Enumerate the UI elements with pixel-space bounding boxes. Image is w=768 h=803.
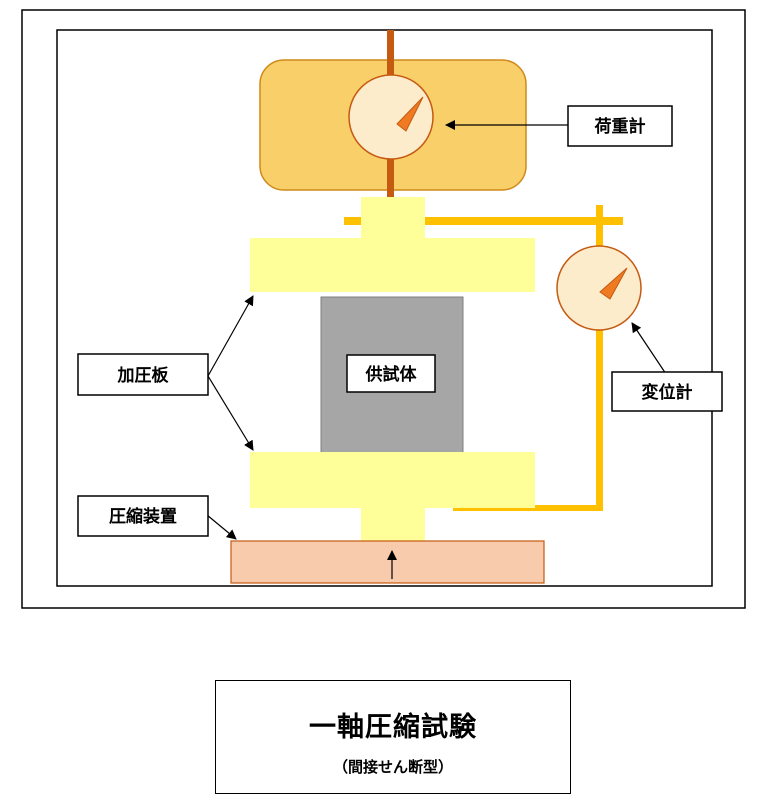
load-gauge-dial <box>348 74 434 160</box>
label-load-gauge-text: 荷重計 <box>595 116 646 137</box>
page-subtitle: （間接せん断型） <box>332 758 453 776</box>
label-specimen: 供試体 <box>346 354 436 393</box>
displacement-arm-post <box>596 205 603 505</box>
label-compression-device: 圧縮装置 <box>77 495 209 537</box>
compression-base <box>230 540 545 584</box>
displacement-gauge-pointer-arrow <box>631 322 667 375</box>
upper-stem <box>361 197 425 239</box>
label-load-gauge: 荷重計 <box>567 105 673 147</box>
displacement-gauge-needle <box>599 267 628 300</box>
label-specimen-text: 供試体 <box>365 364 418 385</box>
displacement-gauge-dial <box>556 245 642 331</box>
label-displacement-gauge-text: 変位計 <box>642 382 693 403</box>
test-apparatus-diagram: 荷重計 変位計 加圧板 供試体 圧縮装置 <box>21 9 746 609</box>
label-compression-device-text: 圧縮装置 <box>109 506 177 527</box>
plate-pointer-arrow-lower <box>207 375 254 451</box>
upper-loading-plate <box>250 238 535 292</box>
compression-device-pointer-arrow <box>206 514 237 540</box>
displacement-arm-top <box>344 217 623 225</box>
load-gauge-needle <box>396 96 424 132</box>
page-title: 一軸圧縮試験 <box>309 712 477 743</box>
lower-loading-plate <box>250 452 535 508</box>
label-displacement-gauge: 変位計 <box>611 371 723 412</box>
label-loading-plate-text: 加圧板 <box>117 365 170 386</box>
title-box: 一軸圧縮試験 （間接せん断型） <box>215 680 571 794</box>
label-loading-plate: 加圧板 <box>77 353 209 396</box>
inner-frame <box>56 29 713 587</box>
plate-pointer-arrow-upper <box>207 295 254 377</box>
outer-frame <box>21 9 746 609</box>
